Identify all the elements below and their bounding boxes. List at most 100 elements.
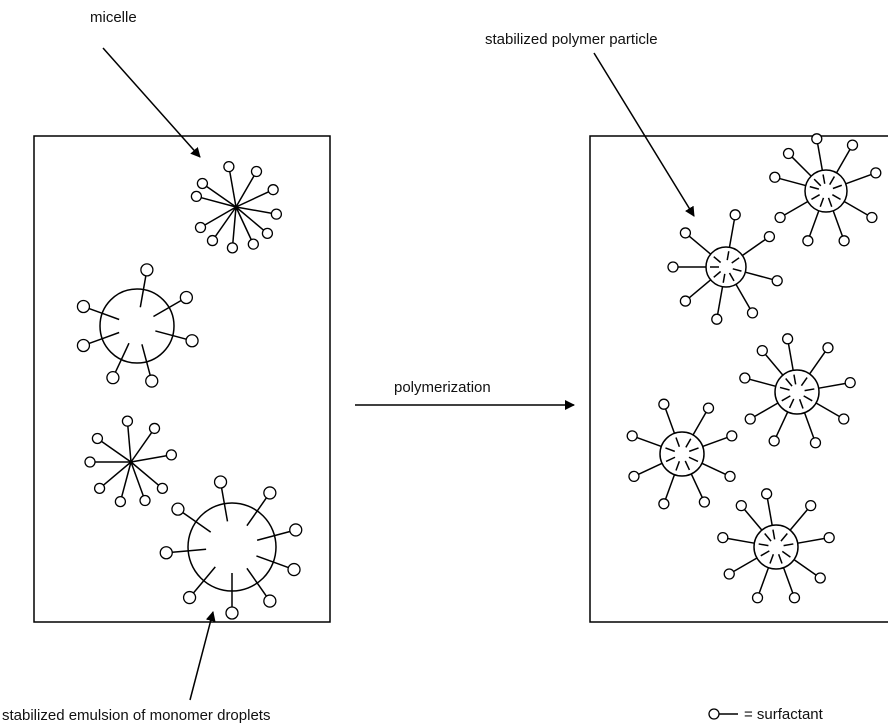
surfactant-key: = surfactant	[708, 706, 824, 723]
surfactant-head-icon	[756, 344, 768, 357]
stabilized-emulsion-label: stabilized emulsion of monomer droplets	[2, 707, 270, 724]
left-box-emulsion	[33, 135, 331, 623]
surfactant-head-icon	[667, 261, 679, 273]
surfactant-head-icon	[729, 209, 741, 221]
surfactant-head-icon	[250, 165, 263, 178]
monomer-droplet-2	[159, 475, 303, 620]
surfactant-head-icon	[838, 413, 850, 425]
surfactant-head-icon	[768, 435, 780, 447]
surfactant-head-icon	[270, 208, 283, 220]
surfactant-head-icon	[679, 227, 692, 239]
surfactant-head-icon	[114, 495, 127, 508]
surfactant-head-icon	[263, 594, 277, 608]
surfactant-head-icon	[171, 502, 185, 516]
surfactant-head-icon	[213, 475, 228, 489]
polymer-particle-4	[626, 398, 738, 510]
surfactant-head-icon	[223, 160, 235, 173]
surfactant-head-icon	[763, 230, 776, 243]
surfactant-head-icon	[185, 334, 199, 348]
surfactant-head-icon	[226, 242, 239, 254]
surfactant-head-icon	[261, 227, 274, 240]
surfactant-head-icon	[679, 295, 692, 307]
surfactant-head-icon	[76, 299, 91, 314]
surfactant-head-icon	[91, 432, 104, 445]
surfactant-head-icon	[717, 531, 729, 544]
surfactant-head-icon	[206, 234, 219, 247]
surfactant-head-icon	[194, 221, 207, 234]
surfactant-head-icon	[771, 275, 783, 287]
particle-pointer-arrow	[593, 52, 695, 217]
surfactant-head-icon	[838, 235, 850, 247]
right-box-particles	[589, 135, 888, 623]
surfactant-head-icon	[751, 592, 764, 604]
surfactant-head-icon	[809, 437, 822, 449]
surfactant-head-icon	[802, 235, 814, 247]
surfactant-head-icon	[744, 413, 756, 425]
surfactant-head-icon	[76, 338, 91, 353]
surfactant-head-icon	[182, 590, 197, 605]
surfactant-head-icon	[190, 190, 203, 203]
surfactant-head-icon	[823, 531, 835, 544]
surfactant-head-icon	[196, 177, 209, 190]
surfactant-head-icon	[84, 456, 96, 468]
surfactant-head-icon	[247, 238, 259, 250]
emulsion-pointer-arrow	[189, 611, 216, 701]
surfactant-head-icon	[735, 499, 747, 512]
surfactant-head-icon	[698, 496, 711, 508]
surfactant-key-label: = surfactant	[744, 706, 824, 723]
surfactant-head-icon	[866, 211, 878, 224]
surfactant-head-icon	[723, 568, 735, 580]
surfactant-head-icon	[289, 523, 303, 537]
surfactant-head-icon	[711, 313, 723, 325]
surfactant-head-icon	[267, 184, 279, 196]
surfactant-head-icon	[106, 371, 120, 385]
monomer-droplet-1	[76, 263, 199, 388]
surfactant-head-icon	[658, 498, 670, 510]
surfactant-head-icon	[145, 374, 159, 388]
surfactant-head-icon	[846, 139, 859, 151]
surfactant-head-icon	[139, 494, 151, 507]
surfactant-head-icon	[781, 333, 794, 345]
surfactant-head-icon	[814, 572, 826, 584]
polymer-particle-5	[717, 488, 835, 604]
surfactant-head-icon	[658, 398, 670, 410]
surfactant-head-icon	[156, 482, 169, 495]
polymerization-label: polymerization	[394, 379, 491, 396]
surfactant-head-icon	[263, 486, 277, 500]
surfactant-head-icon	[726, 430, 738, 442]
surfactant-head-icon	[746, 307, 759, 319]
surfactant-head-icon	[121, 415, 134, 427]
surfactant-head-icon	[626, 430, 638, 442]
micelle-pointer-arrow	[102, 47, 201, 158]
surfactant-head-icon	[788, 592, 801, 604]
surfactant-head-icon	[724, 470, 736, 483]
surfactant-head-icon	[159, 546, 173, 560]
surfactant-head-icon	[628, 470, 640, 483]
surfactant-head-icon	[782, 147, 795, 160]
surfactant-head-icon	[811, 133, 823, 145]
surfactant-head-icon	[805, 499, 817, 512]
micelle-label: micelle	[90, 9, 137, 26]
surfactant-head-icon	[93, 482, 106, 495]
surfactant-head-icon	[702, 402, 715, 414]
surfactant-head-icon	[822, 342, 834, 354]
surfactant-head-icon	[225, 606, 239, 620]
surfactant-head-icon	[774, 211, 786, 224]
polymer-particle-2	[769, 133, 882, 247]
surfactant-head-icon	[739, 372, 751, 384]
surfactant-head-icon	[165, 449, 178, 461]
surfactant-head-icon	[769, 171, 781, 183]
polymer-particle-3	[739, 333, 856, 449]
stabilized-polymer-particle-label: stabilized polymer particle	[485, 31, 658, 48]
surfactant-head-icon	[148, 422, 161, 435]
surfactant-head-icon	[287, 562, 301, 577]
surfactant-head-icon	[870, 167, 882, 179]
surfactant-head-icon	[760, 488, 773, 500]
surfactant-key-head-icon	[708, 708, 720, 720]
surfactant-head-icon	[140, 263, 154, 277]
micelle-1	[190, 160, 283, 254]
micelle-2	[84, 415, 178, 508]
polymer-particle-1	[667, 209, 783, 325]
surfactant-head-icon	[844, 376, 856, 389]
